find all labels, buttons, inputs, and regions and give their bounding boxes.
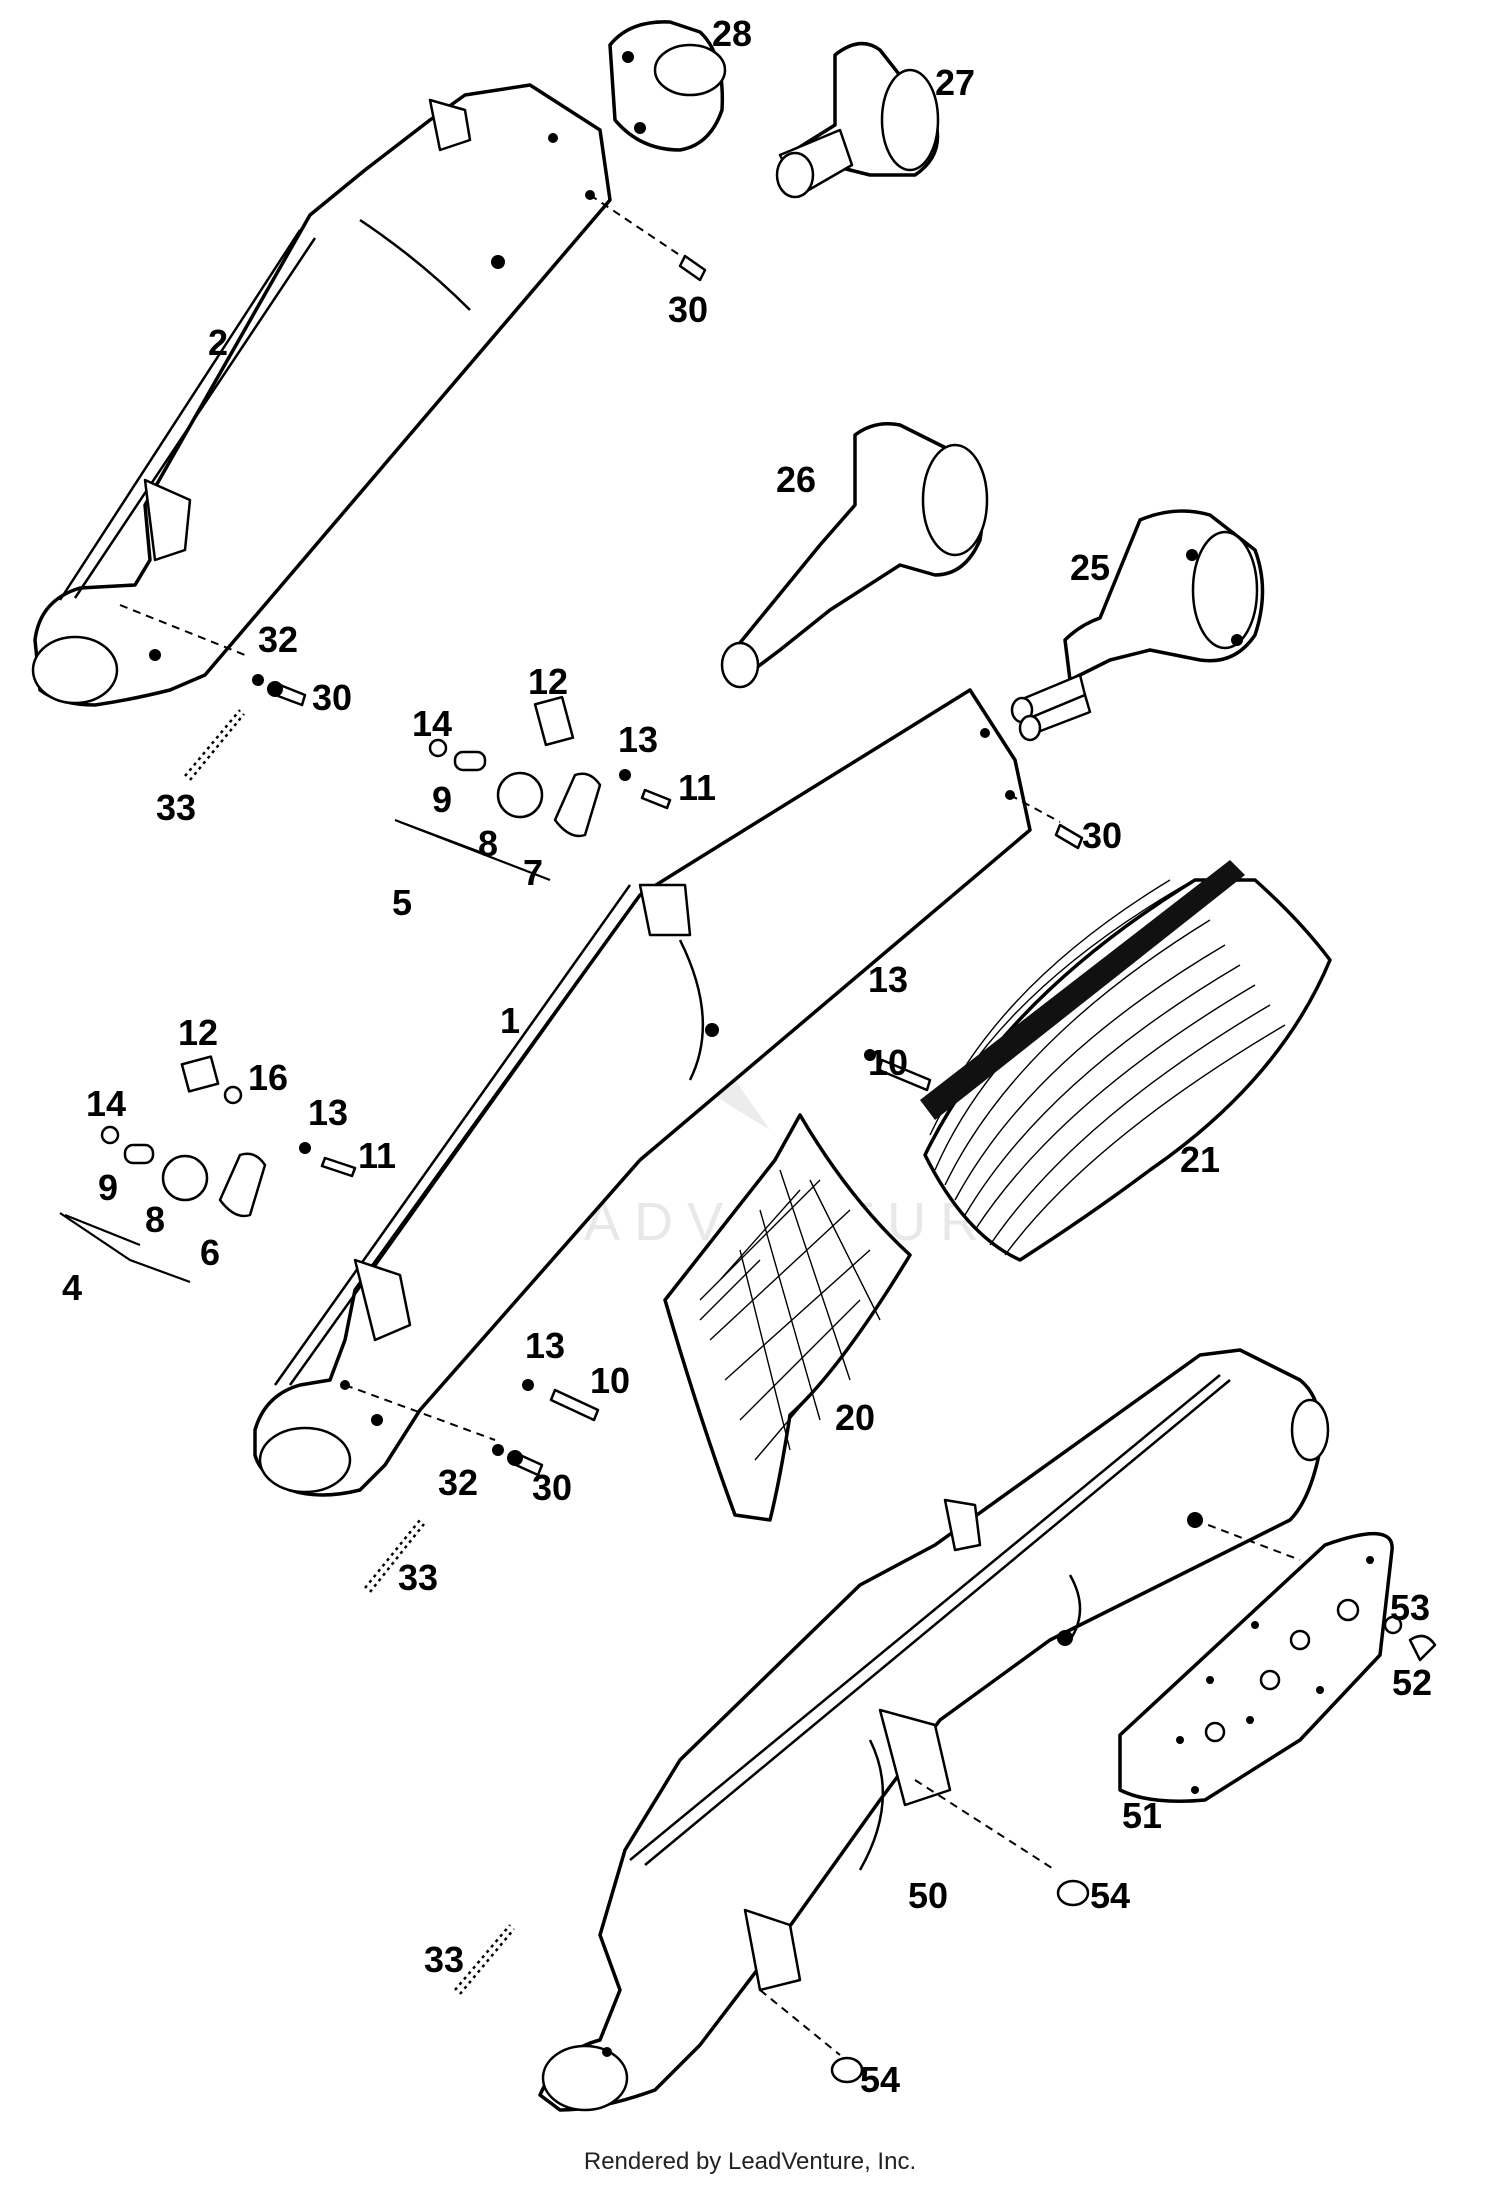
callout-32: 32: [438, 1462, 478, 1503]
callout-32: 32: [258, 619, 298, 660]
callout-21: 21: [1180, 1139, 1220, 1180]
callout-51: 51: [1122, 1795, 1162, 1836]
callout-30: 30: [532, 1467, 572, 1508]
callout-50: 50: [908, 1875, 948, 1916]
callout-7: 7: [523, 852, 543, 893]
callout-11: 11: [358, 1135, 396, 1176]
callout-13: 13: [525, 1325, 565, 1366]
group-brackets: [59, 818, 551, 1284]
mesh-part-20: [663, 1113, 912, 1522]
callout-4: 4: [62, 1267, 82, 1308]
callout-33: 33: [398, 1557, 438, 1598]
callout-11: 11: [678, 767, 716, 808]
muffler-part-1: [253, 688, 1061, 1497]
callout-28: 28: [712, 13, 752, 54]
callout-26: 26: [776, 459, 816, 500]
heat-shield-part-51: [1118, 1532, 1394, 1803]
callout-9: 9: [98, 1167, 118, 1208]
hardware: [100, 254, 1437, 2084]
callout-5: 5: [392, 882, 412, 923]
callout-33: 33: [424, 1939, 464, 1980]
end-cap-part-28: [608, 20, 727, 152]
callout-54: 54: [860, 2059, 900, 2100]
muffler-part-50: [538, 1348, 1330, 2112]
callouts: 28 27 30 2 26 25 32 30 12 14 13 11 33 9 …: [62, 13, 1432, 2100]
callout-12: 12: [528, 661, 568, 702]
footer-credit: Rendered by LeadVenture, Inc.: [583, 2148, 917, 2175]
callout-30: 30: [668, 289, 708, 330]
insert-part-25: [1010, 509, 1265, 742]
callout-9: 9: [432, 779, 452, 820]
callout-14: 14: [86, 1083, 126, 1124]
callout-8: 8: [145, 1199, 165, 1240]
insert-part-26: [720, 422, 989, 689]
packing-part-21: [920, 860, 1332, 1262]
callout-25: 25: [1070, 547, 1110, 588]
callout-54: 54: [1090, 1875, 1130, 1916]
callout-13: 13: [868, 959, 908, 1000]
callout-12: 12: [178, 1012, 218, 1053]
muffler-part-2: [31, 83, 691, 707]
callout-27: 27: [935, 62, 975, 103]
callout-6: 6: [200, 1232, 220, 1273]
callout-14: 14: [412, 703, 452, 744]
callout-33: 33: [156, 787, 196, 828]
callout-16: 16: [248, 1057, 288, 1098]
callout-20: 20: [835, 1397, 875, 1438]
end-cap-part-27: [775, 41, 940, 199]
callout-30: 30: [312, 677, 352, 718]
callout-1: 1: [500, 1000, 520, 1041]
callout-53: 53: [1390, 1587, 1430, 1628]
callout-52: 52: [1392, 1662, 1432, 1703]
callout-10: 10: [868, 1042, 908, 1083]
callout-13: 13: [618, 719, 658, 760]
callout-13: 13: [308, 1092, 348, 1133]
callout-10: 10: [590, 1360, 630, 1401]
callout-2: 2: [208, 322, 228, 363]
callout-30: 30: [1082, 815, 1122, 856]
callout-8: 8: [478, 823, 498, 864]
